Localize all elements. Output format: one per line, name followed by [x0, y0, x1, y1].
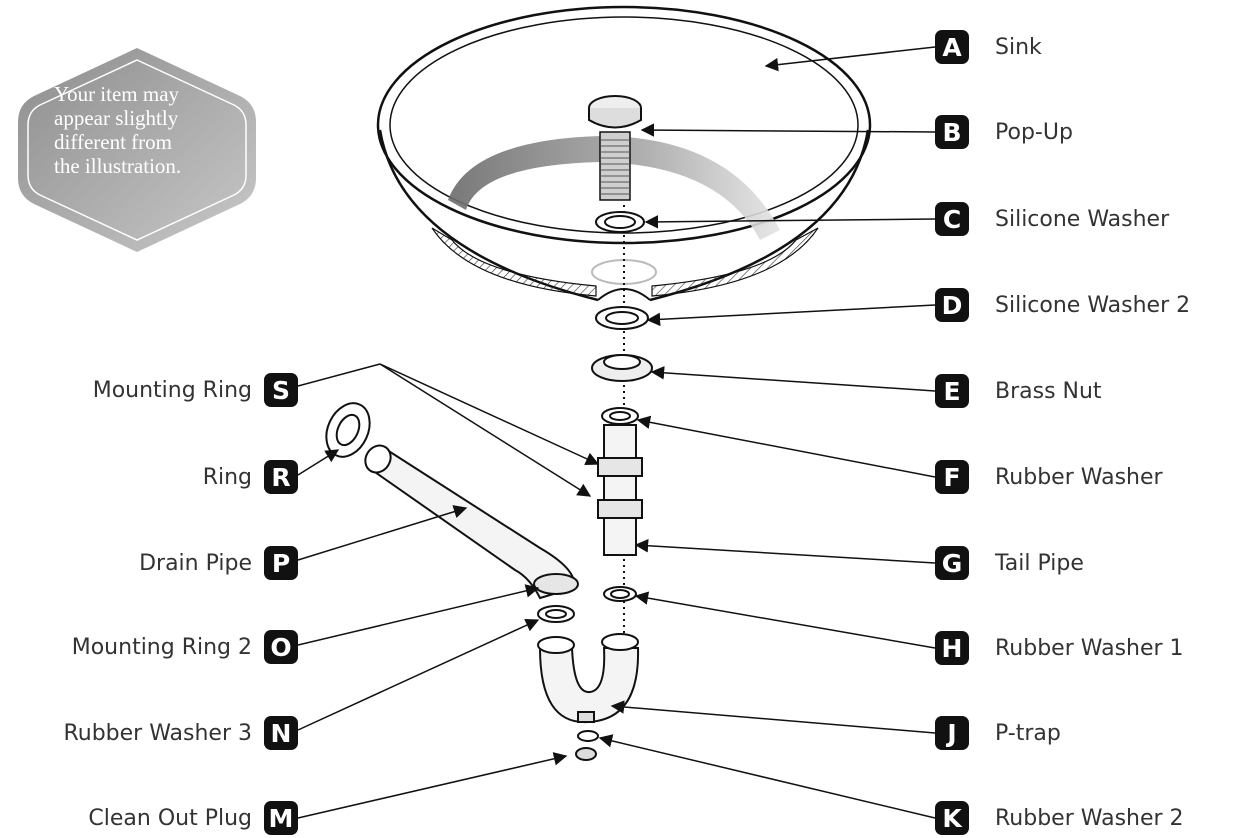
part-label-p: P Drain Pipe: [139, 546, 298, 580]
leader-lines-right: [598, 46, 936, 819]
part-name: Silicone Washer 2: [995, 292, 1191, 318]
notice-text: Your item may appear slightly different …: [54, 82, 224, 178]
part-name: Brass Nut: [995, 378, 1102, 404]
part-letter-badge: M: [264, 801, 298, 835]
part-letter-badge: D: [935, 288, 969, 322]
part-letter-badge: A: [935, 30, 969, 64]
part-letter-badge: G: [935, 546, 969, 580]
part-letter-badge: H: [935, 631, 969, 665]
part-label-k: K Rubber Washer 2: [935, 801, 1184, 835]
part-name: Pop-Up: [995, 119, 1073, 145]
part-label-f: F Rubber Washer: [935, 460, 1163, 494]
part-label-j: J P-trap: [935, 716, 1061, 750]
pop-up-drawing: [588, 95, 642, 201]
part-name: Rubber Washer 2: [995, 805, 1184, 831]
part-label-n: N Rubber Washer 3: [63, 716, 298, 750]
part-name: P-trap: [995, 720, 1061, 746]
part-label-d: D Silicone Washer 2: [935, 288, 1190, 322]
part-name: Ring: [202, 464, 252, 490]
axis-parts-drawing: [591, 211, 653, 602]
part-name: Drain Pipe: [139, 550, 252, 576]
part-name: Mounting Ring 2: [71, 634, 252, 660]
part-name: Sink: [995, 34, 1042, 60]
part-label-c: C Silicone Washer: [935, 202, 1169, 236]
part-letter-badge: O: [264, 630, 298, 664]
part-label-a: A Sink: [935, 30, 1042, 64]
part-label-o: O Mounting Ring 2: [72, 630, 298, 664]
part-name: Mounting Ring: [92, 377, 252, 403]
part-letter-badge: S: [264, 373, 298, 407]
part-name: Clean Out Plug: [88, 805, 252, 831]
part-label-s: S Mounting Ring: [93, 373, 298, 407]
part-label-m: M Clean Out Plug: [88, 801, 298, 835]
part-letter-badge: C: [935, 202, 969, 236]
part-letter-badge: E: [935, 374, 969, 408]
part-label-h: H Rubber Washer 1: [935, 631, 1184, 665]
part-letter-badge: J: [935, 716, 969, 750]
part-letter-badge: P: [264, 546, 298, 580]
drain-pipe-drawing: [325, 402, 579, 623]
notice: Your item may appear slightly different …: [14, 44, 260, 254]
part-label-g: G Tail Pipe: [935, 546, 1084, 580]
part-letter-badge: K: [935, 801, 969, 835]
p-trap-drawing: [537, 633, 640, 761]
part-label-b: B Pop-Up: [935, 115, 1073, 149]
part-name: Silicone Washer: [995, 206, 1170, 232]
part-letter-badge: N: [264, 716, 298, 750]
part-name: Rubber Washer 3: [63, 720, 252, 746]
notice-line: the illustration.: [54, 154, 182, 178]
part-name: Rubber Washer 1: [995, 635, 1184, 661]
part-name: Tail Pipe: [995, 550, 1084, 576]
part-letter-badge: B: [935, 115, 969, 149]
notice-badge: [18, 48, 256, 252]
part-label-r: R Ring: [203, 460, 298, 494]
part-letter-badge: R: [264, 460, 298, 494]
notice-line: appear slightly: [54, 106, 179, 130]
leader-lines-left: [297, 363, 600, 819]
notice-line: different from: [54, 130, 172, 154]
part-label-e: E Brass Nut: [935, 374, 1102, 408]
part-name: Rubber Washer: [995, 464, 1163, 490]
part-letter-badge: F: [935, 460, 969, 494]
notice-line: Your item may: [54, 82, 180, 106]
